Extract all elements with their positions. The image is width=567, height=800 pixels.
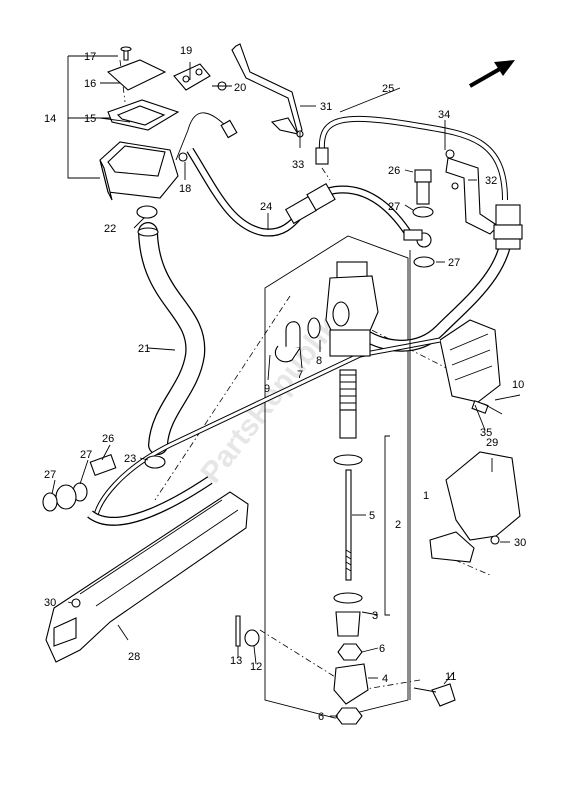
- callout-13: 13: [230, 655, 242, 667]
- front-direction-arrow: [469, 60, 515, 88]
- metal-line: [175, 112, 229, 161]
- callout-22: 22: [104, 223, 116, 235]
- callout-23: 23: [124, 453, 136, 465]
- callout-12: 12: [250, 661, 262, 673]
- callout-31: 31: [320, 101, 332, 113]
- cover-29: [71, 451, 521, 608]
- callout-20: 20: [234, 82, 246, 94]
- callout-29: 29: [486, 437, 498, 449]
- union-bolt-26: [412, 169, 435, 268]
- callout-27a: 27: [388, 201, 400, 213]
- callout-33: 33: [292, 159, 304, 171]
- callout-5: 5: [369, 510, 375, 522]
- callout-labels: 1 2 3 4 5 6 6 7 8 9 10 11 12 13 14 15 16…: [44, 45, 526, 723]
- callout-30b: 30: [44, 597, 56, 609]
- callout-3: 3: [372, 610, 378, 622]
- callout-24: 24: [260, 201, 272, 213]
- callout-1: 1: [423, 490, 429, 502]
- callout-19: 19: [180, 45, 192, 57]
- reservoir-assembly: [99, 46, 227, 219]
- callout-27d: 27: [44, 469, 56, 481]
- guard-35: [439, 319, 501, 403]
- callout-21: 21: [138, 343, 150, 355]
- callout-4: 4: [382, 673, 388, 685]
- callout-16: 16: [84, 78, 96, 90]
- banjo-fitting-24: [284, 182, 432, 248]
- leaders-left: [51, 55, 521, 717]
- callout-14: 14: [44, 113, 56, 125]
- callout-2: 2: [395, 519, 401, 531]
- callout-8: 8: [316, 355, 322, 367]
- callout-30a: 30: [514, 537, 526, 549]
- callout-18: 18: [179, 183, 191, 195]
- callout-27b: 27: [448, 257, 460, 269]
- callout-6a: 6: [379, 643, 385, 655]
- callout-26a: 26: [388, 165, 400, 177]
- callout-17: 17: [84, 51, 96, 63]
- callout-26b: 26: [102, 433, 114, 445]
- master-cylinder: [235, 261, 456, 725]
- callout-10: 10: [512, 379, 524, 391]
- assembly-frame: [264, 235, 409, 719]
- callout-11: 11: [445, 671, 456, 683]
- callout-6b: 6: [318, 711, 324, 723]
- callout-7: 7: [297, 369, 303, 381]
- fitting-upper-right: [493, 204, 523, 250]
- callout-34: 34: [438, 109, 450, 121]
- callout-27c: 27: [80, 449, 92, 461]
- callout-9: 9: [264, 383, 270, 395]
- callout-25: 25: [382, 83, 394, 95]
- guard-28: [45, 491, 249, 663]
- callout-35: 35: [480, 427, 492, 439]
- callout-15: 15: [84, 113, 96, 125]
- callout-32: 32: [485, 175, 497, 187]
- lower-left-fittings: [42, 453, 166, 512]
- callout-28: 28: [128, 651, 140, 663]
- bracket-lines: [384, 250, 411, 700]
- bolt-10: [471, 400, 503, 415]
- bracket-32: [445, 149, 499, 235]
